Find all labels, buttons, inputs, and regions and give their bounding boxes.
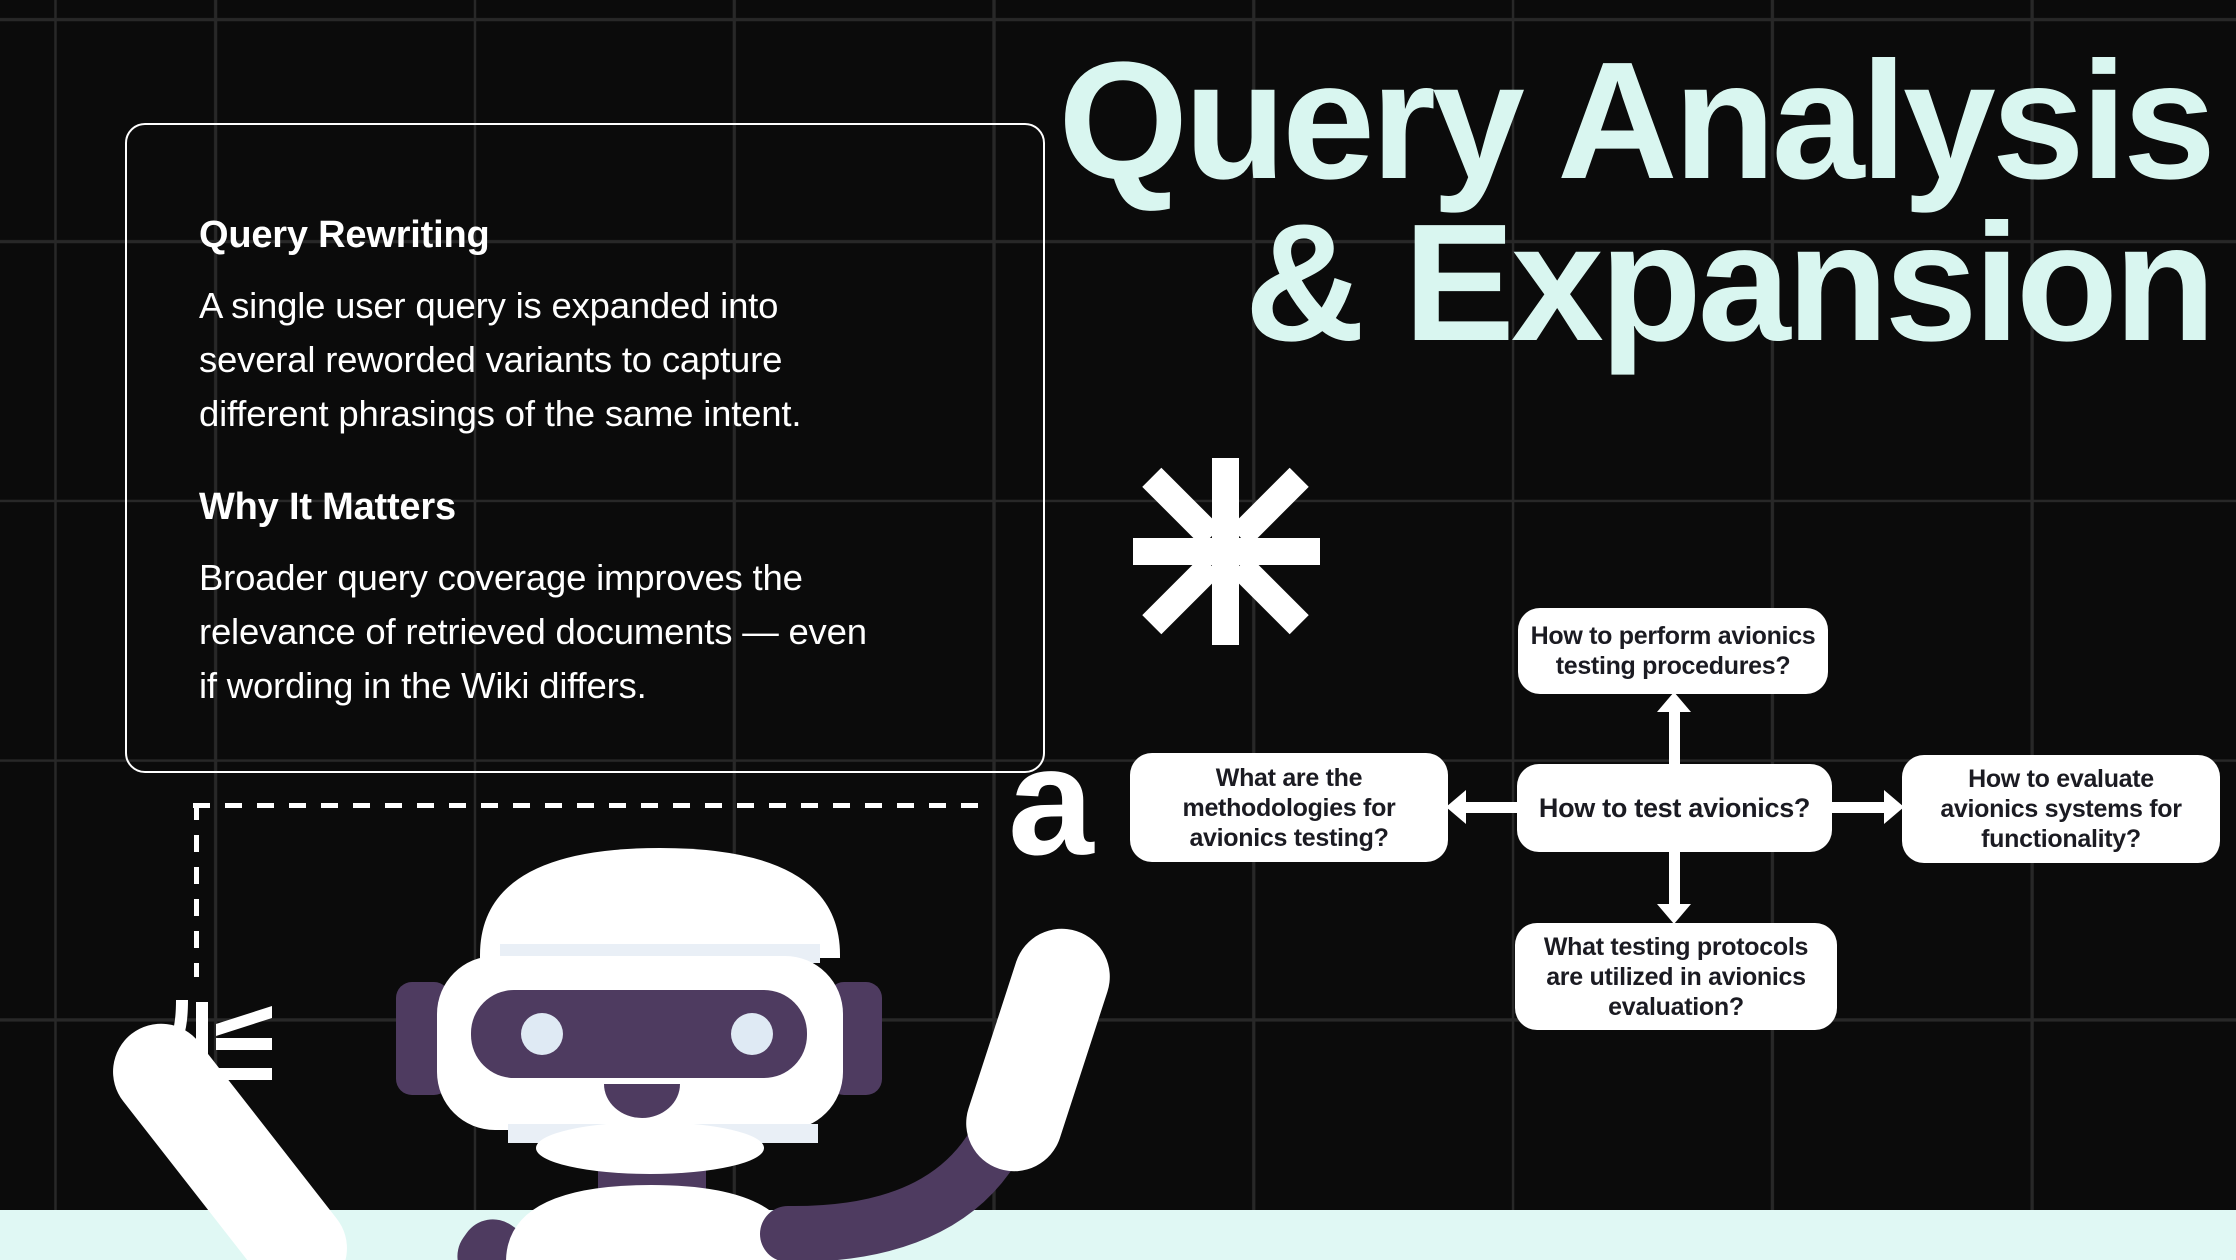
robot-body <box>506 1185 796 1260</box>
arrow-right-shaft <box>1832 802 1890 813</box>
asterisk-stub-se <box>1230 555 1309 635</box>
bottom-accent-bar <box>0 1210 2236 1260</box>
info-card-body-query-rewriting: A single user query is expanded into sev… <box>199 285 802 434</box>
arrow-down-shaft <box>1669 852 1680 910</box>
asterisk-stub-ne <box>1230 467 1309 547</box>
arrow-left-shaft <box>1460 802 1518 813</box>
arrow-up-icon <box>1657 692 1691 712</box>
asterisk-stub-nw <box>1142 467 1221 547</box>
page-title-line-1: Query Analysis <box>1058 28 2216 214</box>
info-card: Query Rewriting A single user query is e… <box>125 123 1045 773</box>
robot-mouth <box>604 1084 680 1118</box>
page-title: Query Analysis & Expansion <box>1058 28 2216 376</box>
flowchart-node-center: How to test avionics? <box>1517 764 1832 852</box>
dashed-guide-vertical <box>194 803 199 977</box>
info-card-body-why-it-matters: Broader query coverage improves the rele… <box>199 557 867 706</box>
logo-stroke-mid-bar <box>216 1038 272 1050</box>
robot-collar <box>536 1122 764 1174</box>
arrow-down-icon <box>1657 904 1691 924</box>
flowchart-node-top: How to perform avionics testing procedur… <box>1518 608 1828 694</box>
dashed-guide-horizontal <box>193 803 985 808</box>
robot-dome <box>480 848 840 958</box>
robot-visor <box>471 990 807 1078</box>
robot-eye-right <box>731 1013 773 1055</box>
robot-mascot <box>113 848 1110 1260</box>
arrow-left-icon <box>1446 790 1466 824</box>
flowchart-node-left: What are the methodologies for avionics … <box>1130 753 1448 862</box>
flowchart-node-bottom: What testing protocols are utilized in a… <box>1515 923 1837 1030</box>
decorative-letter-a: a <box>1008 715 1094 887</box>
arrow-right-icon <box>1884 790 1904 824</box>
asterisk-bar-horizontal <box>1133 538 1320 565</box>
arrow-up-shaft <box>1669 706 1680 764</box>
info-card-heading-query-rewriting: Query Rewriting <box>199 214 490 256</box>
robot-eye-left <box>521 1013 563 1055</box>
asterisk-stub-sw <box>1142 555 1221 635</box>
logo-stroke-bottom-bar <box>216 1068 272 1080</box>
info-card-heading-why-it-matters: Why It Matters <box>199 486 456 528</box>
robot-right-arm <box>966 928 1110 1172</box>
flowchart-node-right: How to evaluate avionics systems for fun… <box>1902 755 2220 863</box>
robot-left-arm <box>113 1023 347 1260</box>
logo-stroke-top-bar <box>216 1006 272 1036</box>
robot-ear-left <box>396 982 450 1095</box>
page-title-line-2: & Expansion <box>1244 190 2216 376</box>
